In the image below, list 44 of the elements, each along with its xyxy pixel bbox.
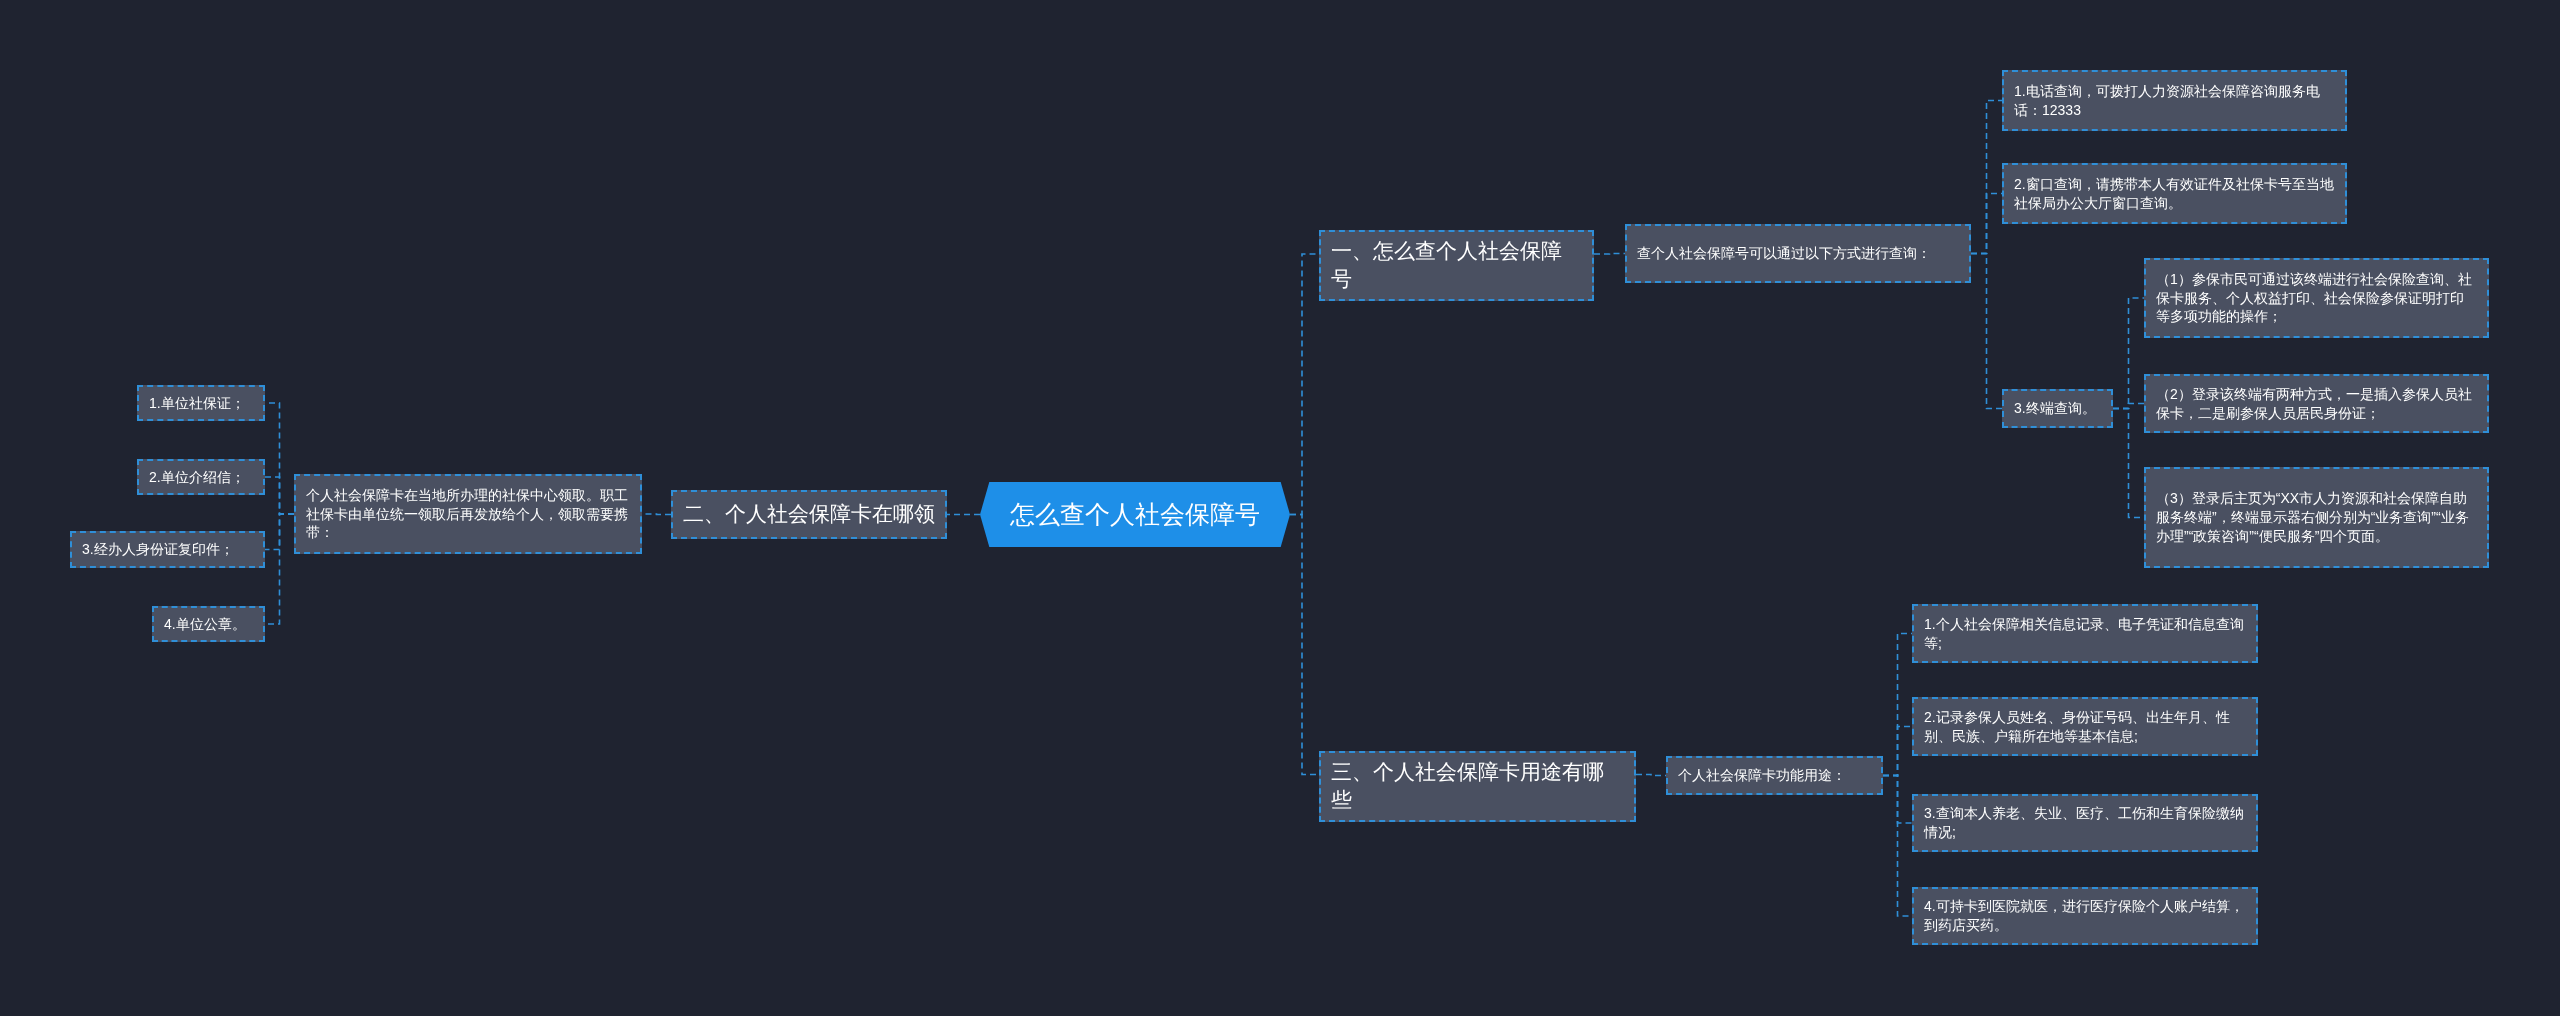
subtopic-box: [1666, 756, 1883, 795]
topic-text: 一、怎么查个人社会保障号: [1331, 238, 1563, 293]
topic-text: 怎么查个人社会保障号: [1010, 498, 1260, 530]
topic-text: 查个人社会保障号可以通过以下方式进行查询：: [1637, 244, 1931, 263]
topic-text: 2.单位介绍信；: [149, 467, 245, 487]
topic-text: 4.单位公章。: [164, 614, 246, 634]
detail-box: [1912, 794, 2258, 852]
detail-box: [2002, 389, 2113, 428]
detail-box: [70, 531, 265, 568]
connector-line: [1970, 252, 2003, 410]
topic-text: 1.电话查询，可拨打人力资源社会保障咨询服务电话：12333: [2014, 81, 2321, 120]
topic-text: 2.记录参保人员姓名、身份证号码、出生年月、性别、民族、户籍所在地等基本信息;: [1924, 707, 2231, 746]
main-topic: [1319, 230, 1594, 301]
detail-box: [2144, 467, 2489, 568]
connector-line: [946, 513, 981, 516]
topic-text: 个人社会保障卡在当地所办理的社保中心领取。职工社保卡由单位统一领取后再发放给个人，领取需要携带：: [306, 485, 629, 543]
topic-text: 3.经办人身份证复印件；: [82, 540, 234, 559]
topic-text: 二、个人社会保障卡在哪领: [683, 501, 935, 528]
topic-text: 3.终端查询。: [2014, 399, 2096, 418]
topic-text: 2.窗口查询，请携带本人有效证件及社保卡号至当地社保局办公大厅窗口查询。: [2014, 174, 2335, 213]
detail-box: [2144, 374, 2489, 433]
detail-box: [1912, 887, 2258, 945]
detail-box: [137, 385, 265, 421]
topic-text: 1.单位社保证；: [149, 393, 245, 413]
detail-box: [137, 459, 265, 495]
subtopic-box: [294, 474, 642, 554]
main-topic: [671, 490, 947, 539]
topic-text: （3）登录后主页为“XX市人力资源和社会保障自助服务终端”，终端显示器右侧分别为“业务查询”“业务办理”“政策咨询”“便民服务”四个页面。: [2156, 489, 2470, 546]
detail-box: [1912, 697, 2258, 756]
detail-box: [1912, 604, 2258, 663]
topic-text: 三、个人社会保障卡用途有哪些: [1331, 759, 1605, 814]
topic-text: （2）登录该终端有两种方式，一是插入参保人员社保卡，二是刷参保人员居民身份证；: [2156, 384, 2473, 423]
detail-box: [2002, 70, 2347, 131]
topic-text: 4.可持卡到医院就医，进行医疗保险个人账户结算，到药店买药。: [1924, 897, 2245, 935]
topic-text: （1）参保市民可通过该终端进行社会保险查询、社保卡服务、个人权益打印、社会保险参保证明打印等多项功能的操作；: [2156, 269, 2473, 327]
subtopic-box: [1625, 224, 1971, 283]
topic-text: 个人社会保障卡功能用途：: [1678, 766, 1846, 785]
detail-box: [2144, 258, 2489, 338]
detail-box: [152, 606, 265, 642]
detail-box: [2002, 163, 2347, 224]
topic-text: 1.个人社会保障相关信息记录、电子凭证和信息查询等;: [1924, 614, 2245, 653]
topic-text: 3.查询本人养老、失业、医疗、工伤和生育保险缴纳情况;: [1924, 804, 2245, 842]
connector-line: [1593, 252, 1626, 255]
main-topic: [1319, 751, 1636, 822]
